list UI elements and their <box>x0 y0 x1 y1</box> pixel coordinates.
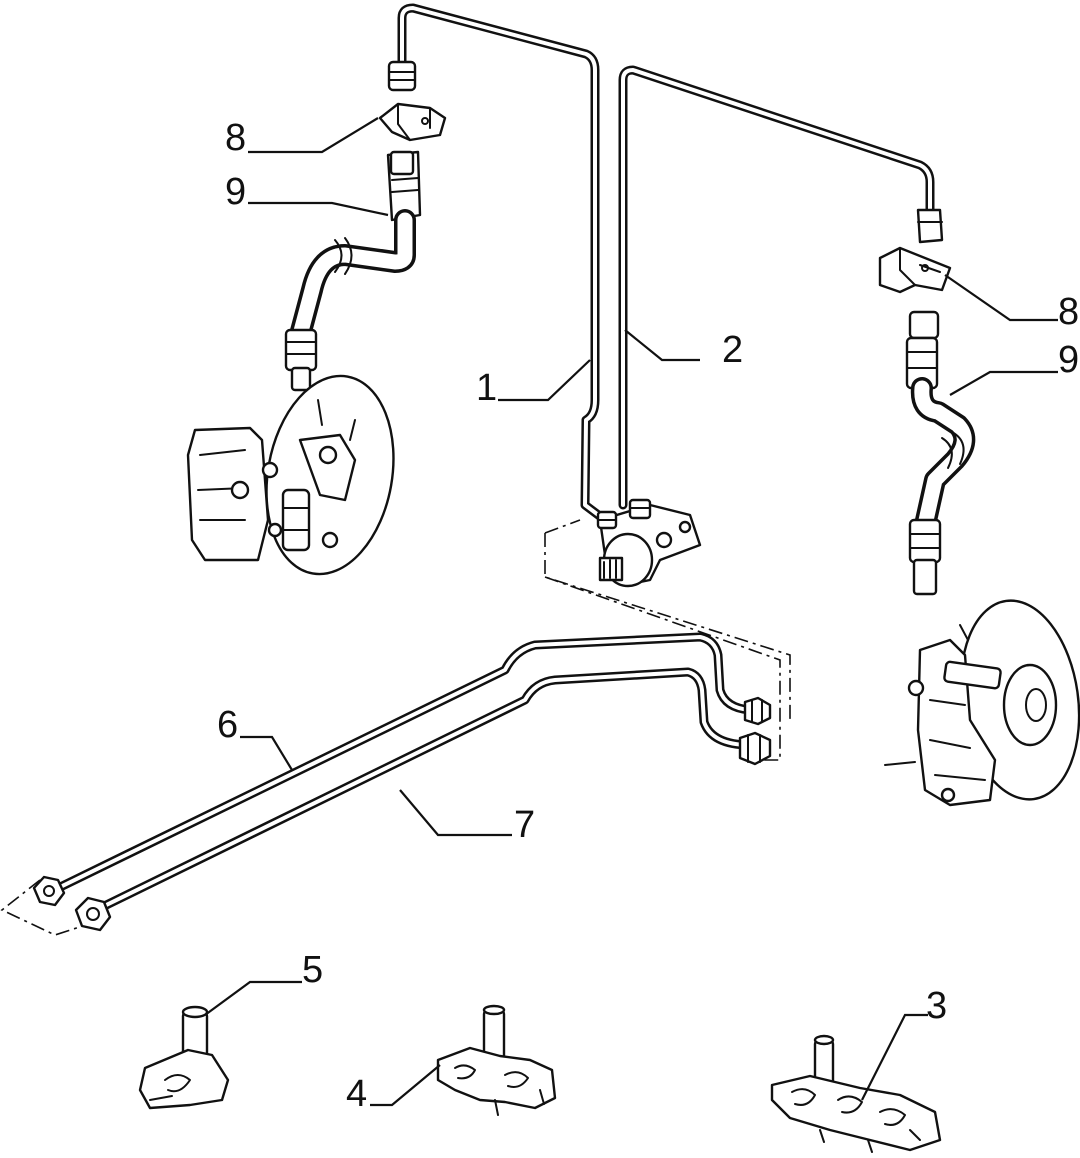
brake-pressure-regulator <box>596 498 702 588</box>
pipe-clip-3 <box>770 1034 942 1153</box>
leader-2 <box>624 329 700 362</box>
callout-9-left: 9 <box>225 171 246 213</box>
hose-bracket-right <box>878 208 952 294</box>
brake-pipe-2 <box>618 65 935 510</box>
hose-bracket-left <box>378 102 447 142</box>
callout-1: 1 <box>476 367 497 409</box>
leader-4 <box>370 1064 441 1107</box>
callout-3: 3 <box>926 985 947 1027</box>
brake-pipe-7 <box>87 667 755 917</box>
flexible-hose-left <box>284 60 422 392</box>
callout-5: 5 <box>302 949 323 991</box>
pipe-end-nuts <box>32 875 112 932</box>
brake-caliper-right <box>884 599 1080 807</box>
brake-pipe-6 <box>45 632 755 897</box>
callout-6: 6 <box>217 704 238 746</box>
leader-8a <box>248 117 379 154</box>
brake-caliper-left <box>186 374 395 576</box>
brake-pipe-1 <box>397 3 610 525</box>
leader-7 <box>399 789 512 837</box>
callout-8-left: 8 <box>225 117 246 159</box>
pipe-clip-5 <box>138 1005 230 1110</box>
leader-1 <box>498 359 591 402</box>
leader-5 <box>204 980 302 1016</box>
leader-8b <box>944 274 1058 322</box>
callout-numbers: 1 2 3 4 5 6 7 8 8 9 9 <box>217 117 1079 1115</box>
callout-4: 4 <box>346 1073 367 1115</box>
leader-3 <box>861 1013 928 1101</box>
leader-lines <box>204 117 1058 1107</box>
pipe-clip-4 <box>436 1004 557 1116</box>
callout-2: 2 <box>722 329 743 371</box>
reference-outlines <box>0 519 791 936</box>
callout-7: 7 <box>514 804 535 846</box>
leader-6 <box>240 735 293 771</box>
leader-9a <box>248 201 389 217</box>
callout-8-right: 8 <box>1058 291 1079 333</box>
leader-9b <box>949 370 1058 396</box>
rear-union-fittings <box>738 696 772 766</box>
callout-9-right: 9 <box>1058 339 1079 381</box>
flexible-hose-right <box>905 310 976 596</box>
